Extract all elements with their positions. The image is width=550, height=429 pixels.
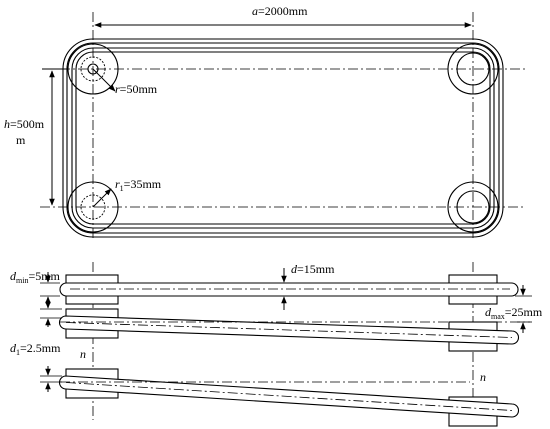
label-r: r=50mm: [115, 82, 158, 96]
label-dmin: dmin=5mm: [10, 269, 61, 285]
label-d: d=15mm: [291, 262, 335, 276]
dimension-dmax: [515, 285, 532, 333]
top-view: [40, 12, 525, 240]
side-view-steep: [58, 368, 520, 427]
label-r1: r1=35mm: [115, 177, 162, 193]
side-views: [40, 262, 532, 427]
pulley-bottom-left: [67, 181, 119, 233]
center-lines: [40, 12, 525, 240]
belt-loop: [62, 38, 504, 238]
pulley-bottom-right: [447, 181, 499, 233]
label-n-right: n: [480, 370, 486, 384]
label-dmax: dmax=25mm: [485, 305, 543, 321]
label-h-line1: h=500m: [4, 117, 45, 131]
side-view-inclined: [58, 308, 530, 352]
label-n-left: n: [80, 347, 86, 361]
label-d1: d1=2.5mm: [10, 341, 61, 357]
label-h-line2: m: [16, 133, 26, 147]
label-a: a=2000mm: [252, 4, 308, 18]
pulley-top-right: [447, 43, 499, 95]
dimension-h: [42, 68, 68, 206]
dimension-d1: [40, 301, 62, 392]
side-view-flat: [59, 274, 519, 305]
